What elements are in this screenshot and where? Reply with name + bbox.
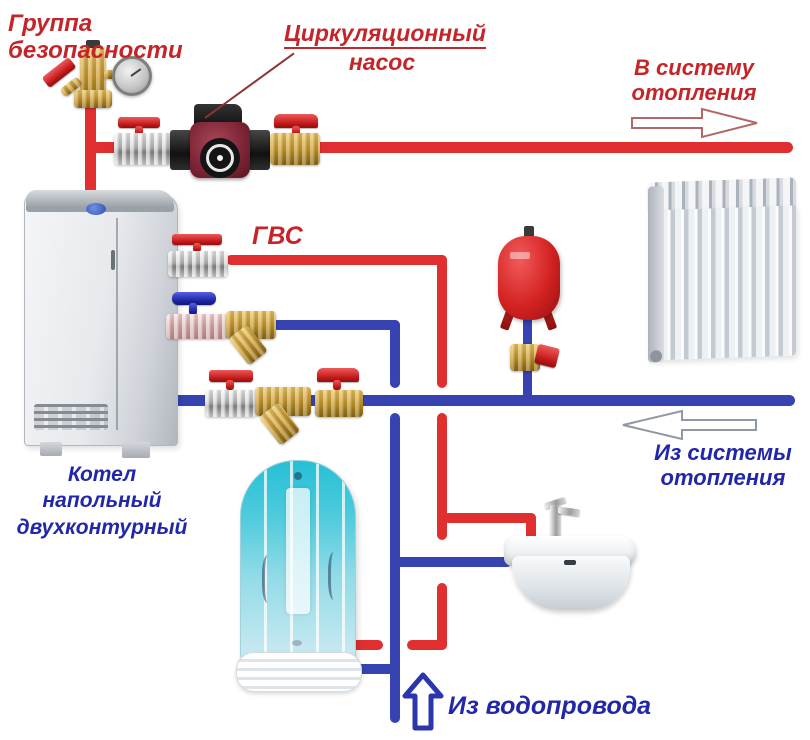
boiler-door-handle (111, 250, 115, 270)
return-valve2-body (315, 390, 363, 417)
return-valve1-handle (209, 370, 253, 382)
tank-label (510, 252, 530, 259)
water-supply-arrow (402, 672, 444, 732)
to-heating-label: В систему отопления (631, 55, 757, 106)
from-heating-arrow (620, 408, 758, 442)
pipe-hot-sink-drop (526, 513, 536, 547)
pipe-dhw-vertical-1 (437, 255, 447, 388)
return-valve1-body (205, 390, 257, 417)
pipe-cold-vertical-1 (390, 320, 400, 388)
return-valve2-handle (317, 368, 359, 382)
pipe-hot-shower-left (347, 640, 383, 650)
pump-dial (200, 138, 240, 178)
safety-group (38, 38, 156, 116)
boiler-door-seam (116, 218, 118, 430)
sink (500, 496, 642, 618)
pump-valve-right-body (270, 133, 320, 165)
return-valve1-stem (226, 380, 234, 390)
cold-valve-handle (172, 292, 216, 305)
tank-nipple (524, 226, 534, 238)
boiler-vent-grille (34, 404, 108, 430)
cold-inlet-assembly (166, 290, 278, 366)
shower-head-dot (294, 472, 302, 480)
pump-valve-left-stem (135, 126, 143, 136)
pump-dial-ring (206, 144, 234, 172)
shower-column (286, 488, 310, 614)
to-heating-arrow (630, 106, 760, 140)
tank-body (498, 236, 560, 320)
pipe-cold-vertical-2 (390, 413, 400, 723)
shower-drain (292, 640, 302, 646)
return-valve2-stem (333, 380, 341, 390)
boiler-foot-right (122, 442, 150, 458)
sink-overflow (564, 560, 576, 565)
boiler (24, 190, 178, 458)
boiler-top-band (26, 190, 174, 212)
faucet-spout (557, 506, 581, 517)
pump-dial-dot (217, 155, 223, 161)
pipe-boiler-riser (85, 100, 96, 200)
pipe-dhw-horizontal (226, 255, 447, 265)
cold-valve-stem (189, 303, 197, 315)
shower-handle-right (328, 552, 339, 600)
safety-group-collar (74, 90, 112, 108)
pipe-return-line (163, 395, 795, 406)
pump-valve-left-handle (118, 117, 160, 128)
pipe-cold-shower (350, 664, 400, 674)
dhw-valve-body (168, 251, 228, 277)
cold-valve-body (166, 314, 228, 339)
pipe-dhw-vertical-2 (437, 413, 447, 540)
dhw-label: ГВС (252, 222, 303, 250)
radiator-end-section (648, 186, 664, 363)
pump-group (112, 104, 322, 180)
pipe-cold-sink (395, 557, 512, 567)
pump-label-line1: Циркуляционный (284, 20, 486, 50)
return-assembly (205, 366, 363, 446)
pipe-hot-supply-main (85, 142, 793, 153)
pump-flange-right (248, 130, 270, 170)
pipe-hot-sink-branch (443, 513, 536, 523)
pump-flange-left (170, 130, 192, 170)
pressure-gauge (112, 56, 152, 96)
pump-valve-right-stem (292, 126, 300, 136)
pump-valve-left-body (114, 133, 172, 165)
dhw-valve-handle (172, 234, 222, 245)
water-supply-label: Из водопровода (448, 692, 652, 720)
sink-bowl (512, 556, 630, 610)
shower-cabin (236, 460, 362, 692)
radiator (648, 177, 796, 366)
pipe-dhw-vertical-3 (437, 583, 447, 650)
shower-base (236, 652, 362, 692)
expansion-tank (496, 226, 562, 376)
from-heating-label: Из системы отопления (654, 440, 792, 491)
safety-group-label: Группа безопасности (8, 10, 183, 65)
pump-valve-right-handle (274, 114, 318, 128)
radiator-sections (648, 205, 796, 361)
pump-label: Циркуляционный насос (284, 20, 486, 76)
boiler-foot-left (40, 442, 62, 456)
dhw-valve-stem (193, 243, 201, 252)
boiler-label: Котел напольный двухконтурный (16, 463, 188, 539)
boiler-logo (86, 203, 106, 215)
pipe-cold-inlet (272, 320, 400, 330)
dhw-valve (168, 230, 230, 278)
pipe-hot-shower-right (407, 640, 447, 650)
faucet-body (550, 505, 561, 537)
shower-handle-left (262, 555, 273, 603)
gauge-needle (130, 68, 142, 78)
pump-label-line2: насос (348, 49, 416, 76)
